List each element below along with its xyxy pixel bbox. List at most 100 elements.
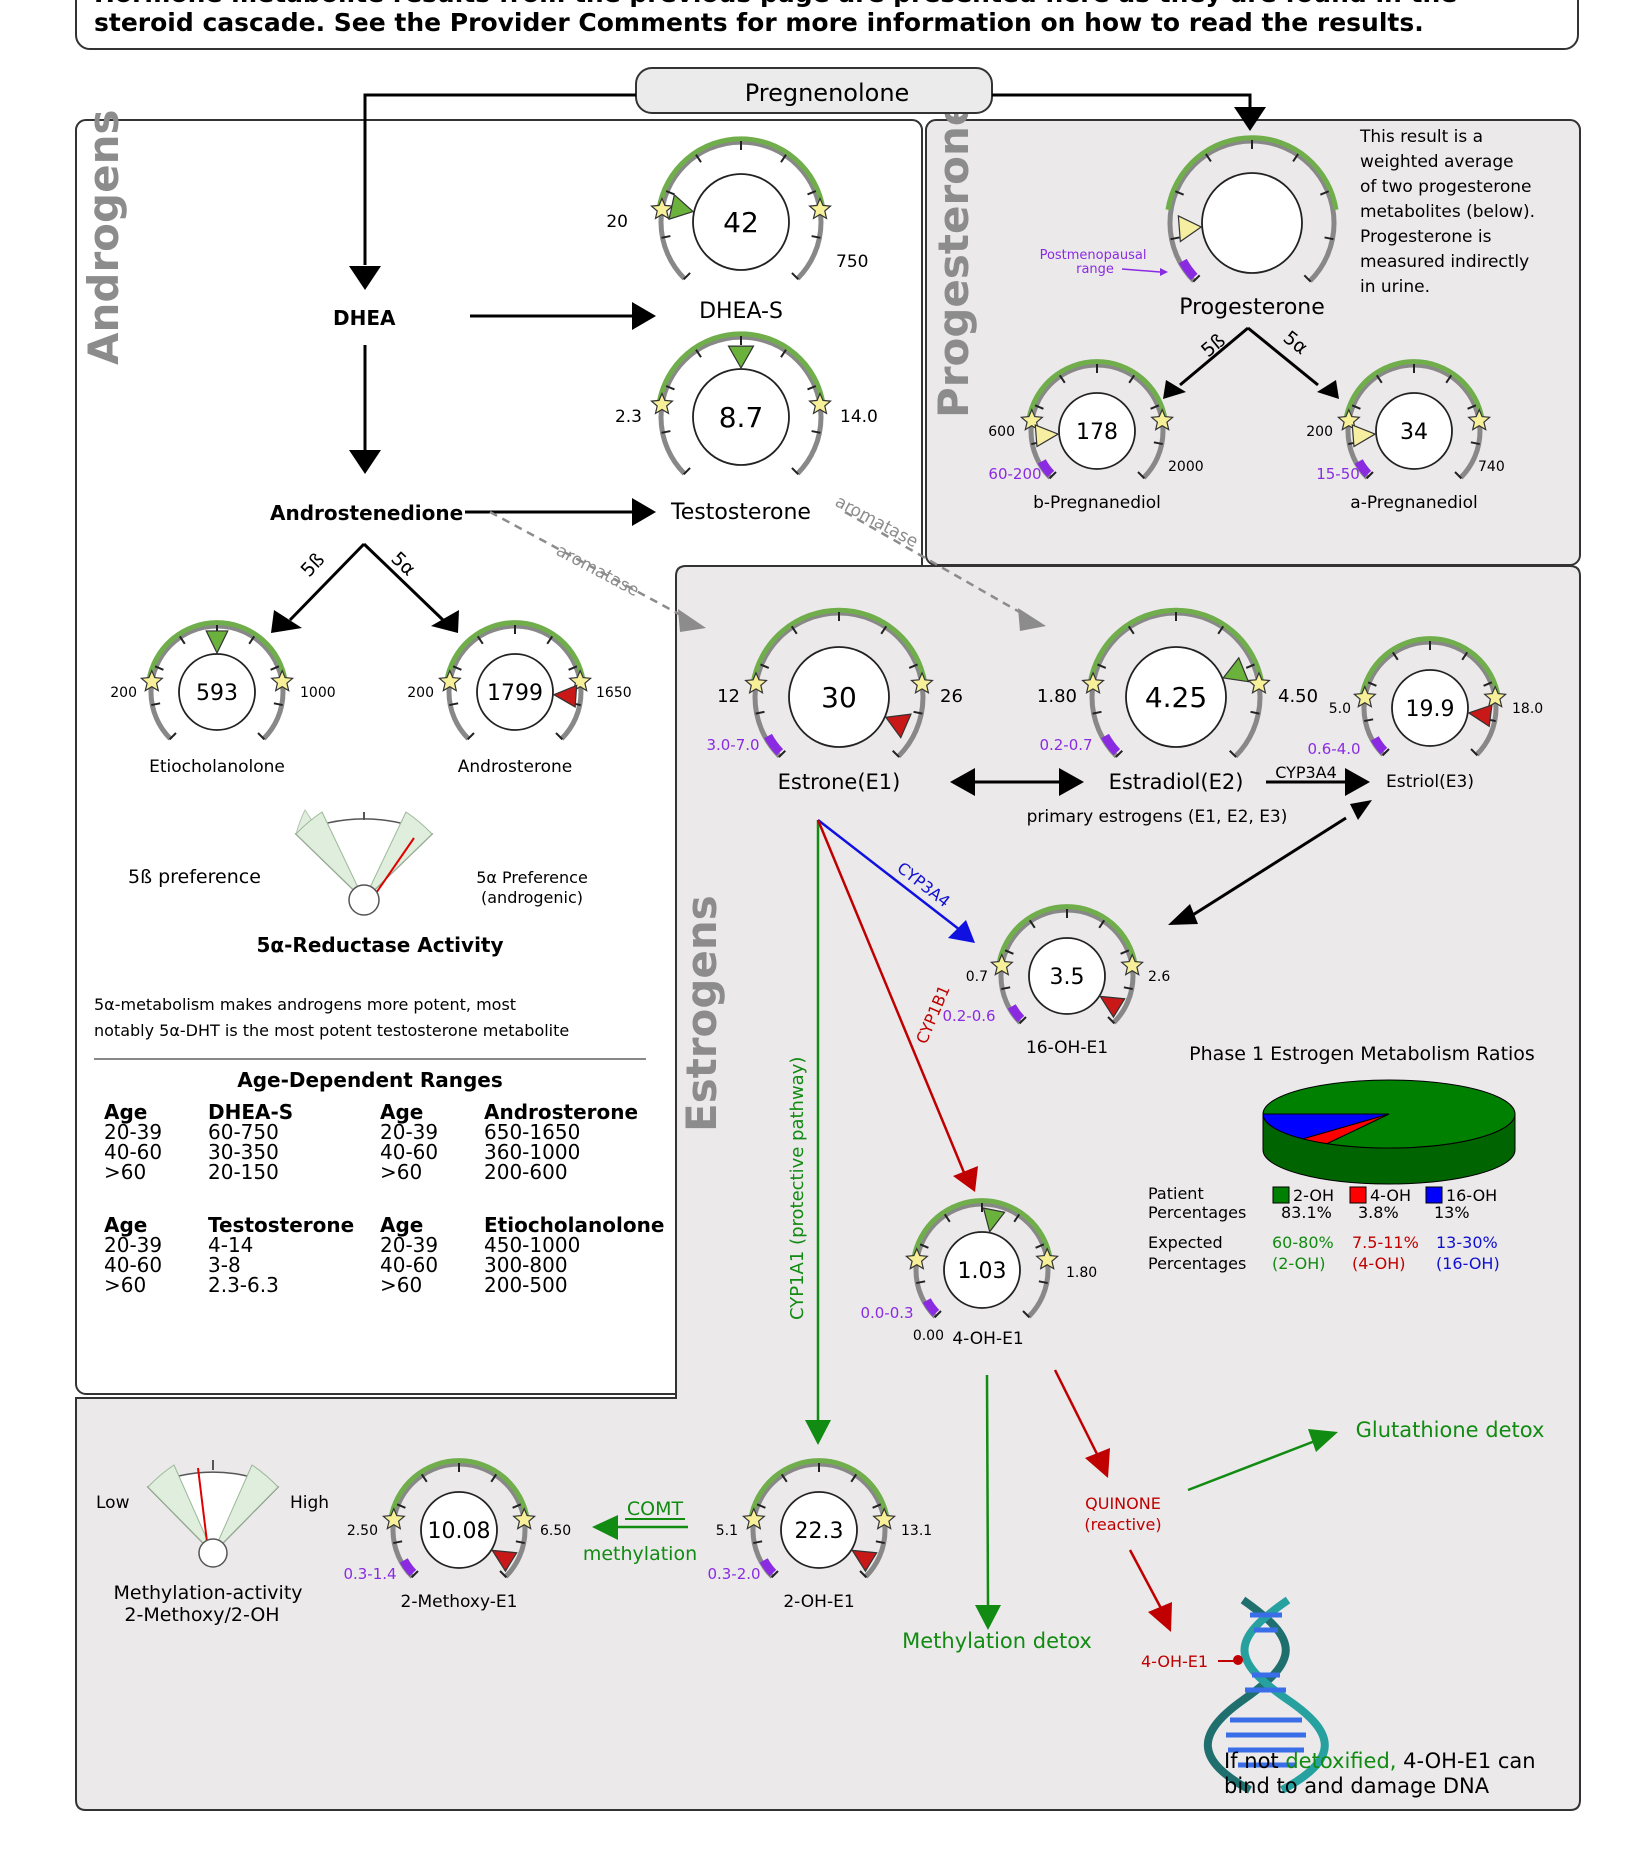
gauge-low-ref: 1.80	[1037, 686, 1077, 707]
legend-patient-pct: 13%	[1434, 1203, 1470, 1222]
gauge-tick	[755, 710, 765, 715]
age-table-cell: 360-1000	[484, 1140, 580, 1164]
gauge-name: Estriol(E3)	[1386, 772, 1474, 792]
reductase-gauge	[294, 808, 434, 916]
gauge-tick	[476, 635, 484, 645]
gauge-tick	[1351, 404, 1361, 410]
gauge-name: DHEA-S	[699, 299, 783, 324]
gauge-tick	[695, 154, 702, 163]
gauge-marker	[1099, 995, 1126, 1019]
legend-expected-pct: 7.5-11%	[1352, 1233, 1419, 1252]
gauge-high-ref: 1650	[596, 685, 632, 701]
gauge-postmenopausal-range	[1178, 258, 1198, 280]
gauge-postmenopausal-range	[922, 1298, 940, 1317]
age-table-cell: 40-60	[104, 1140, 162, 1164]
gauge-tick	[1034, 404, 1044, 410]
gauge-reference-range	[750, 607, 928, 684]
cyp1a1-label: CYP1A1 (protective pathway)	[787, 1057, 808, 1320]
legend-swatch	[1272, 1186, 1290, 1204]
gauge-value: 178	[1076, 420, 1118, 445]
gauge-tick	[1461, 651, 1469, 661]
gauge-tick	[916, 1280, 926, 1285]
gauge-progesterone: Progesterone	[1165, 135, 1339, 320]
gauge-low-ref: 0.7	[966, 969, 988, 985]
pie-slice-16-OH	[1262, 1113, 1390, 1140]
pathway-arrows	[592, 819, 1338, 1632]
gauge-tick	[661, 430, 671, 434]
prog-note-3: metabolites (below).	[1360, 202, 1535, 222]
gauge-tick	[1137, 471, 1146, 480]
gauge-postmenopausal-label: 0.2-0.6	[942, 1007, 995, 1025]
age-table-cell: 300-800	[484, 1253, 568, 1277]
gauge-low-ref: 0.00	[913, 1328, 944, 1344]
gauge-tick	[791, 272, 799, 280]
gauge-value: 1.03	[958, 1259, 1007, 1284]
glutathione-detox-label: Glutathione detox	[1356, 1418, 1545, 1442]
gauge-reference-range	[911, 1198, 1053, 1260]
age-table-cell: 20-39	[104, 1233, 162, 1257]
methylation-title-2: 2-Methoxy/2-OH	[124, 1604, 279, 1626]
gauge-dial	[780, 1491, 858, 1569]
gauge-value: 4.25	[1145, 681, 1207, 714]
gauge-name: b-Pregnanediol	[1033, 493, 1161, 513]
gauge-postmenopausal-range	[1370, 736, 1388, 755]
gauge-value: 34	[1400, 420, 1428, 445]
gauge-postmenopausal-label: 0.3-2.0	[707, 1565, 760, 1583]
reference-star-icon	[1247, 671, 1271, 695]
reference-star-icon	[744, 671, 768, 695]
gauge-tick	[811, 430, 821, 434]
pie-slice-2-OH	[1262, 1079, 1516, 1149]
reference-star-icon	[512, 1507, 537, 1530]
gauge-tick	[393, 1540, 403, 1545]
gauge-name: Estradiol(E2)	[1109, 770, 1244, 794]
gauge-postmenopausal-label: 0.2-0.7	[1039, 736, 1092, 754]
gauge-tick	[919, 1243, 929, 1249]
gauge-marker	[1467, 704, 1493, 728]
gauge-tick	[780, 154, 787, 163]
gauge-tick	[1229, 750, 1237, 758]
expected-label-2: Percentages	[1148, 1254, 1246, 1273]
gauge-tick	[1127, 625, 1135, 635]
gauge-high-ref: 13.1	[901, 1523, 932, 1539]
gauge-tick	[1150, 404, 1160, 410]
progesterone-note: This result is a weighted average of two…	[1359, 127, 1535, 297]
gauge-low-ref: 20	[606, 212, 628, 232]
gauge-4-oh-e1: 1.034-OH-E10.001.800.0-0.3	[860, 1198, 1097, 1349]
gauge-postmenopausal-range	[1354, 459, 1372, 478]
legend-swatch	[1349, 1186, 1367, 1204]
gauge-name: 16-OH-E1	[1026, 1038, 1108, 1058]
age-ranges-title: Age-Dependent Ranges	[237, 1068, 503, 1092]
quinone-label-1: QUINONE	[1085, 1494, 1161, 1513]
legend-name: 4-OH	[1370, 1186, 1411, 1205]
gauge-value: 8.7	[719, 401, 764, 434]
reference-star-icon	[270, 669, 295, 692]
gauge-tick	[270, 665, 280, 671]
reference-star-icon	[650, 391, 674, 415]
gauge-tick	[151, 702, 161, 707]
age-table-cell: 40-60	[380, 1253, 438, 1277]
age-table-cell: >60	[380, 1273, 422, 1297]
gauge-name: 2-OH-E1	[783, 1592, 854, 1612]
pregnenolone-label: Pregnenolone	[745, 79, 910, 107]
reductase-note-2: notably 5α-DHT is the most potent testos…	[94, 1021, 569, 1040]
gauge-name: Etiocholanolone	[149, 757, 285, 777]
gauge-reference-range	[444, 620, 586, 682]
patient-label-1: Patient	[1148, 1184, 1204, 1203]
postmeno-label-1: Postmenopausal	[1040, 248, 1147, 263]
gauge-postmenopausal-range	[1007, 1004, 1025, 1023]
patient-label-2: Percentages	[1148, 1203, 1246, 1222]
age-table-cell: 450-1000	[484, 1233, 580, 1257]
gauge-postmenopausal-label: 15-50	[1316, 465, 1360, 483]
gauge-high-ref: 740	[1478, 459, 1505, 475]
gauge-value: 10.08	[428, 1519, 491, 1544]
gauge-high-ref: 2.6	[1148, 969, 1170, 985]
gauge-tick	[168, 732, 177, 741]
dhea-label: DHEA	[333, 306, 396, 330]
gauge-name: 2-Methoxy-E1	[401, 1592, 518, 1612]
age-table-cell: 20-150	[208, 1160, 279, 1184]
